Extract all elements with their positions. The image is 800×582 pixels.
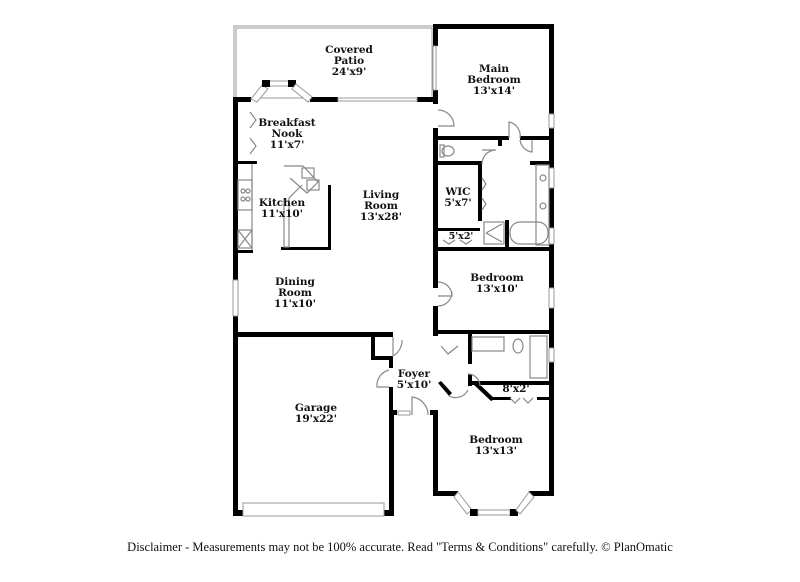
room-label-breakfast-nook: Breakfast Nook 11'x7'	[258, 117, 315, 151]
room-label-kitchen: Kitchen 11'x10'	[259, 197, 306, 220]
svg-text:11'x10': 11'x10'	[274, 298, 316, 310]
room-label-closet-main: 5'x2'	[449, 231, 474, 242]
svg-text:Patio: Patio	[334, 55, 364, 67]
windows	[232, 45, 555, 517]
room-label-dining-room: Dining Room 11'x10'	[274, 276, 316, 310]
svg-text:13'x28': 13'x28'	[360, 211, 402, 223]
room-label-foyer: Foyer 5'x10'	[397, 368, 432, 391]
room-label-garage: Garage 19'x22'	[295, 402, 337, 425]
bay-window-bedroom-3	[453, 491, 535, 516]
svg-text:Room: Room	[364, 200, 398, 212]
svg-text:11'x10': 11'x10'	[261, 208, 303, 220]
svg-text:Main: Main	[479, 63, 509, 75]
room-label-living-room: Living Room 13'x28'	[360, 189, 402, 223]
bay-window-nook	[250, 80, 313, 103]
svg-text:5'x10': 5'x10'	[397, 379, 432, 391]
room-label-covered-patio: Covered Patio 24'x9'	[325, 44, 373, 78]
svg-text:13'x13': 13'x13'	[475, 445, 517, 457]
svg-text:13'x10': 13'x10'	[476, 283, 518, 295]
kitchen-counters	[237, 164, 320, 250]
doors	[249, 109, 534, 416]
svg-text:13'x14': 13'x14'	[473, 85, 515, 97]
svg-text:Breakfast: Breakfast	[258, 117, 315, 129]
svg-text:5'x7': 5'x7'	[444, 197, 471, 209]
svg-text:11'x7': 11'x7'	[270, 139, 305, 151]
room-label-main-bedroom: Main Bedroom 13'x14'	[467, 63, 521, 97]
svg-text:Kitchen: Kitchen	[259, 197, 306, 209]
svg-text:19'x22': 19'x22'	[295, 413, 337, 425]
svg-text:Garage: Garage	[295, 402, 337, 414]
svg-text:Dining: Dining	[275, 276, 315, 288]
bath-fixtures	[439, 144, 550, 379]
svg-text:Bedroom: Bedroom	[469, 434, 523, 446]
disclaimer-text: Disclaimer - Measurements may not be 100…	[127, 540, 673, 554]
room-label-bedroom-3: Bedroom 13'x13'	[469, 434, 523, 457]
svg-text:Bedroom: Bedroom	[470, 272, 524, 284]
svg-text:24'x9': 24'x9'	[332, 66, 367, 78]
svg-text:WIC: WIC	[444, 186, 470, 198]
room-label-bedroom-2: Bedroom 13'x10'	[470, 272, 524, 295]
svg-text:Covered: Covered	[325, 44, 373, 56]
svg-text:Room: Room	[278, 287, 312, 299]
svg-text:Nook: Nook	[272, 128, 304, 140]
svg-text:Foyer: Foyer	[398, 368, 431, 380]
svg-text:Living: Living	[363, 189, 400, 201]
svg-text:8'x2': 8'x2'	[502, 383, 529, 395]
interior-walls	[233, 128, 554, 415]
room-label-closet-bedroom-3: 8'x2'	[502, 383, 529, 395]
svg-text:Bedroom: Bedroom	[467, 74, 521, 86]
room-label-wic: WIC 5'x7'	[444, 186, 471, 209]
exterior-walls	[233, 24, 554, 516]
svg-text:5'x2': 5'x2'	[449, 231, 474, 242]
